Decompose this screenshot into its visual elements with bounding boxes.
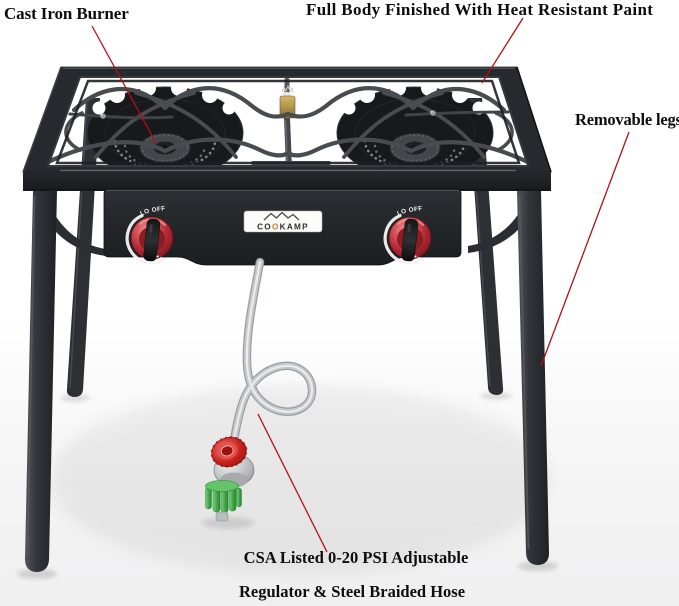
- knob-left-off-label: OFF: [151, 205, 166, 214]
- brand-label: COOKAMP: [243, 210, 323, 233]
- pot-support-grate: [43, 86, 533, 166]
- label-regulator-line1: CSA Listed 0-20 PSI Adjustable: [243, 548, 469, 567]
- brass-valve: [279, 95, 296, 119]
- brand-text: COOKAMP: [257, 223, 309, 232]
- regulator: [205, 434, 255, 522]
- braided-hose: [229, 257, 317, 447]
- mountain-icon: [263, 211, 300, 221]
- knob-right-off-label: OFF: [408, 205, 423, 214]
- pol-connector-green[interactable]: [205, 480, 242, 522]
- gas-manifold: [279, 77, 296, 171]
- label-regulator-line2: Regulator & Steel Braided Hose: [238, 582, 466, 601]
- knob-left-lo-label: LO: [139, 208, 150, 218]
- leg-front-left: [25, 191, 57, 572]
- label-removable-legs: Removable legs: [575, 110, 679, 129]
- regulator-red-knob[interactable]: [209, 434, 250, 471]
- label-cast-iron-burner: Cast Iron Burner: [4, 4, 129, 23]
- frame-front-face: [23, 169, 551, 191]
- leader-regulator: [257, 413, 328, 553]
- leader-removable-legs: [540, 131, 630, 367]
- leg-front-right: [517, 191, 549, 565]
- grate-clips: [100, 110, 436, 119]
- floor-shadow: [17, 385, 558, 579]
- knob-right-lo-label: LO: [396, 208, 407, 218]
- leader-cast-iron-burner: [91, 25, 157, 144]
- leader-heat-paint: [481, 17, 524, 84]
- annotation-lines: [91, 17, 630, 553]
- label-heat-resistant-paint: Full Body Finished With Heat Resistant P…: [306, 0, 654, 19]
